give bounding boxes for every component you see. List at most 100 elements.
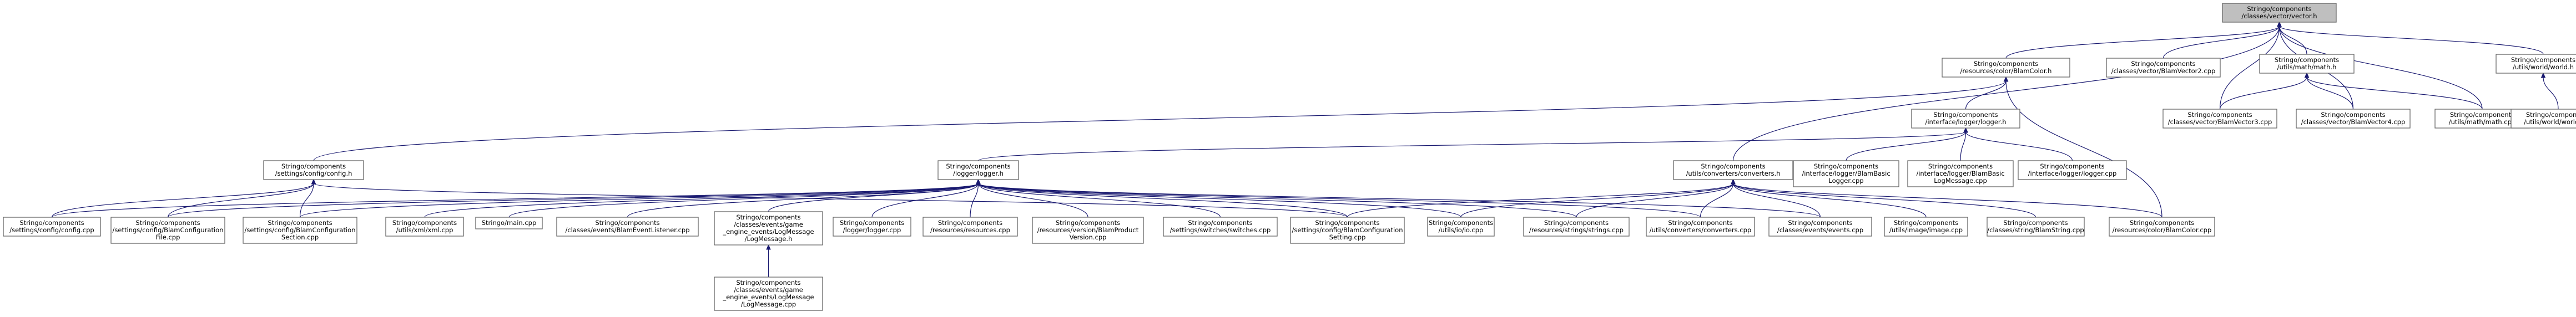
graph-node[interactable]: Stringo/components/settings/config/BlamC… bbox=[243, 217, 357, 244]
graph-node[interactable]: Stringo/components/settings/switches/swi… bbox=[1163, 217, 1278, 237]
graph-node[interactable]: Stringo/components/utils/converters/conv… bbox=[1646, 217, 1755, 237]
node-box bbox=[714, 211, 823, 246]
node-label-line: Stringo/components bbox=[1429, 219, 1493, 227]
node-box bbox=[1942, 58, 2070, 78]
graph-node[interactable]: Stringo/components/resources/resources.c… bbox=[922, 217, 1018, 237]
node-box bbox=[2018, 160, 2127, 180]
graph-node[interactable]: Stringo/components/classes/vector/BlamVe… bbox=[2296, 109, 2411, 129]
node-box bbox=[475, 217, 543, 229]
graph-node[interactable]: Stringo/components/classes/events/BlamEv… bbox=[556, 217, 699, 237]
node-box bbox=[714, 277, 823, 311]
graph-node[interactable]: Stringo/components/utils/xml/xml.cpp bbox=[385, 217, 464, 237]
node-label-line: Stringo/components bbox=[2275, 56, 2339, 64]
dependency-edge bbox=[1965, 131, 2073, 161]
graph-node[interactable]: Stringo/components/interface/logger/Blam… bbox=[1793, 160, 1899, 187]
graph-node[interactable]: Stringo/components/utils/io/io.cpp bbox=[1427, 217, 1495, 237]
node-box bbox=[2511, 109, 2576, 129]
node-label-line: _engine_events/LogMessage bbox=[722, 293, 814, 301]
graph-node[interactable]: Stringo/components/logger/logger.cpp bbox=[833, 217, 911, 237]
node-label-line: /LogMessage.cpp bbox=[741, 300, 796, 308]
node-box bbox=[2109, 217, 2215, 237]
node-label-line: /classes/events/BlamEventListener.cpp bbox=[565, 226, 689, 234]
graph-node[interactable]: Stringo/components/utils/converters/conv… bbox=[1673, 160, 1793, 180]
node-label-line: Stringo/components bbox=[736, 213, 800, 221]
graph-node[interactable]: Stringo/components/resources/color/BlamC… bbox=[2109, 217, 2215, 237]
graph-node[interactable]: Stringo/components/classes/vector/BlamVe… bbox=[2106, 58, 2221, 78]
node-label-line: /interface/logger/BlamBasic bbox=[1916, 170, 2004, 177]
node-label-line: /resources/resources.cpp bbox=[930, 226, 1010, 234]
node-box bbox=[1768, 217, 1872, 237]
node-label-line: /classes/events/events.cpp bbox=[1777, 226, 1863, 234]
node-label-line: Stringo/components bbox=[2003, 219, 2068, 227]
dependency-edge bbox=[424, 183, 979, 218]
graph-node: Stringo/components/classes/vector/vector… bbox=[2222, 3, 2337, 23]
graph-node[interactable]: Stringo/components/resources/color/BlamC… bbox=[1942, 58, 2070, 78]
dependency-edge bbox=[977, 183, 1348, 218]
graph-node[interactable]: Stringo/components/settings/config/confi… bbox=[3, 217, 101, 237]
dependency-edge bbox=[167, 183, 979, 218]
node-label-line: /settings/config/BlamConfiguration bbox=[1292, 226, 1403, 234]
graph-node[interactable]: Stringo/components/utils/math/math.h bbox=[2259, 54, 2355, 74]
node-label-line: /utils/io/io.cpp bbox=[1439, 226, 1484, 234]
graph-node[interactable]: Stringo/components/utils/world/world.cpp bbox=[2511, 109, 2576, 129]
graph-node[interactable]: Stringo/components/resources/version/Bla… bbox=[1032, 217, 1144, 244]
node-label-line: Stringo/components bbox=[1315, 219, 1379, 227]
node-box bbox=[2162, 109, 2277, 129]
graph-node[interactable]: Stringo/components/classes/vector/BlamVe… bbox=[2162, 109, 2277, 129]
dependency-edge bbox=[2005, 25, 2280, 59]
node-box bbox=[833, 217, 911, 237]
node-label-line: /logger/logger.h bbox=[953, 170, 1004, 177]
dependency-edge bbox=[977, 183, 1821, 218]
node-box bbox=[1911, 109, 2020, 129]
graph-node[interactable]: Stringo/components/interface/logger/Blam… bbox=[1907, 160, 2014, 187]
graph-node[interactable]: Stringo/components/settings/config/BlamC… bbox=[1290, 217, 1405, 244]
node-box bbox=[3, 217, 101, 237]
node-label-line: Stringo/components bbox=[1814, 162, 1878, 170]
node-label-line: /resources/color/BlamColor.cpp bbox=[2113, 226, 2212, 234]
dependency-edge bbox=[977, 183, 1461, 218]
graph-node[interactable]: Stringo/components/resources/strings/str… bbox=[1523, 217, 1630, 237]
node-label-line: Stringo/components bbox=[1701, 162, 1765, 170]
node-label-line: Stringo/components bbox=[2321, 111, 2385, 119]
node-box bbox=[1907, 160, 2014, 187]
nodes-layer: Stringo/components/classes/vector/vector… bbox=[3, 3, 2576, 311]
dependency-edge bbox=[2162, 25, 2280, 59]
graph-node[interactable]: Stringo/components/logger/logger.h bbox=[937, 160, 1019, 180]
graph-node[interactable]: Stringo/components/interface/logger/logg… bbox=[2018, 160, 2127, 180]
dependency-edge bbox=[977, 183, 1701, 218]
dependency-edge bbox=[2278, 25, 2307, 55]
node-label-line: /settings/config/BlamConfiguration bbox=[113, 226, 224, 234]
node-label-line: Stringo/components bbox=[1668, 219, 1732, 227]
graph-node[interactable]: Stringo/components/settings/config/confi… bbox=[263, 160, 364, 180]
graph-node[interactable]: Stringo/components/utils/image/image.cpp bbox=[1884, 217, 1968, 237]
node-box bbox=[922, 217, 1018, 237]
node-label-line: /utils/xml/xml.cpp bbox=[396, 226, 453, 234]
graph-node[interactable]: Stringo/components/classes/events/game_e… bbox=[714, 211, 823, 246]
graph-node[interactable]: Stringo/components/interface/logger/logg… bbox=[1911, 109, 2020, 129]
dependency-edge bbox=[1732, 183, 1927, 218]
node-label-line: /interface/logger/logger.cpp bbox=[2028, 170, 2117, 177]
node-label-line: /classes/vector/BlamVector2.cpp bbox=[2111, 67, 2216, 75]
graph-node[interactable]: Stringo/components/classes/events/game_e… bbox=[714, 277, 823, 311]
graph-node[interactable]: Stringo/components/utils/world/world.h bbox=[2496, 54, 2576, 74]
node-label-line: Stringo/components bbox=[1933, 111, 1998, 119]
dependency-edge bbox=[1732, 183, 2036, 218]
node-label-line: /resources/color/BlamColor.h bbox=[1960, 67, 2052, 75]
edges-layer bbox=[51, 21, 2559, 277]
edge-arrowhead bbox=[2277, 21, 2282, 27]
node-box bbox=[937, 160, 1019, 180]
node-label-line: /settings/config/config.cpp bbox=[9, 226, 94, 234]
dependency-edge bbox=[1700, 183, 1734, 218]
node-label-line: _engine_events/LogMessage bbox=[722, 228, 814, 236]
dependency-edge bbox=[2306, 76, 2483, 110]
graph-node[interactable]: Stringo/components/classes/events/events… bbox=[1768, 217, 1872, 237]
dependency-edge bbox=[167, 183, 314, 218]
node-label-line: Stringo/components bbox=[736, 279, 800, 287]
graph-node[interactable]: Stringo/main.cpp bbox=[475, 217, 543, 229]
node-box bbox=[2106, 58, 2221, 78]
graph-node[interactable]: Stringo/components/settings/config/BlamC… bbox=[110, 217, 225, 244]
node-label-line: /LogMessage.h bbox=[745, 235, 793, 243]
node-label-line: Stringo/components bbox=[2187, 111, 2252, 119]
graph-node[interactable]: Stringo/components/classes/string/BlamSt… bbox=[1987, 217, 2085, 237]
node-label-line: Stringo/components bbox=[135, 219, 200, 227]
